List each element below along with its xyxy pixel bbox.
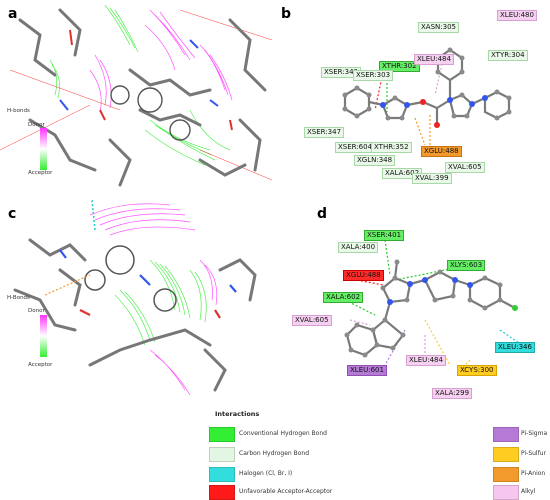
residue-b-tyr304: XTYR:304 <box>488 50 528 61</box>
hbond-gradient-bar-a <box>40 128 47 170</box>
residue-b-thr302: XTHR:302 <box>379 61 420 72</box>
residue-d-val605: XVAL:605 <box>292 315 332 326</box>
interaction-diagram-b <box>342 47 512 146</box>
docking-pose-c-image <box>13 200 257 396</box>
residue-b-leu480: XLEU:480 <box>497 10 537 21</box>
panel-d: d XSER:401 XALA:400 XGLU:488 XLYS:603 XA… <box>275 200 550 400</box>
residue-b-glu488: XGLU:488 <box>421 146 462 157</box>
residue-b-val605: XVAL:605 <box>445 162 485 173</box>
residue-d-cys300: XCYS:300 <box>457 365 497 376</box>
legend-label-unfavorable: Unfavorable Acceptor-Acceptor <box>239 488 333 495</box>
hbond-gradient-bar-c <box>40 315 47 357</box>
residue-d-ala299: XALA:299 <box>432 388 473 399</box>
hbond-legend-title-a: H-bonds <box>7 108 30 114</box>
legend-label-pi-anion: Pi-Anion <box>521 470 546 477</box>
residue-d-ala400: XALA:400 <box>338 242 379 253</box>
residue-b-val399: XVAL:399 <box>412 173 452 184</box>
residue-d-leu601: XLEU:601 <box>347 365 387 376</box>
residue-d-leu346: XLEU:346 <box>495 342 535 353</box>
legend-label-conventional-hbond: Conventional Hydrogen Bond <box>239 430 327 437</box>
residue-d-lys603: XLYS:603 <box>447 260 486 271</box>
residue-d-leu484: XLEU:484 <box>406 355 446 366</box>
legend-swatch-pi-sulfur <box>493 447 519 462</box>
legend-swatch-unfavorable <box>209 485 235 500</box>
residue-d-ser401: XSER:401 <box>364 230 405 241</box>
residue-d-glu488: XGLU:488 <box>343 270 384 281</box>
hbond-legend-donor-c: Donor <box>28 308 45 314</box>
hbond-legend-acceptor-a: Acceptor <box>28 170 53 176</box>
residue-b-gln348: XGLN:348 <box>354 155 396 166</box>
panel-c-label: c <box>8 206 17 222</box>
interaction-diagram-d <box>344 239 526 366</box>
panel-b: b XASN:305 XLEU:480 XTHR:302 XLEU:484 XT… <box>275 0 550 200</box>
panel-a: a H-bonds Donor Acceptor <box>0 0 272 200</box>
residue-b-ser604: XSER:604 <box>335 142 376 153</box>
panel-c: c H-Bonds Donor Acceptor <box>0 200 272 400</box>
legend-label-carbon-hbond: Carbon Hydrogen Bond <box>239 450 310 457</box>
hbond-legend-title-c: H-Bonds <box>7 295 30 301</box>
legend-label-halogen: Halogen (Cl, Br, I) <box>239 470 293 477</box>
panel-b-label: b <box>281 6 292 22</box>
legend-swatch-carbon-hbond <box>209 447 235 462</box>
residue-d-ala602: XALA:602 <box>323 292 364 303</box>
residue-b-thr352: XTHR:352 <box>371 142 412 153</box>
legend-label-pi-sigma: Pi-Sigma <box>521 430 548 437</box>
hbond-legend-acceptor-c: Acceptor <box>28 362 53 368</box>
legend-swatch-pi-anion <box>493 467 519 482</box>
legend-swatch-conventional-hbond <box>209 427 235 442</box>
residue-b-leu484: XLEU:484 <box>414 54 454 65</box>
legend-label-alkyl: Alkyl <box>521 488 536 495</box>
panel-a-label: a <box>8 6 18 22</box>
docking-pose-a-image <box>0 4 272 187</box>
residue-b-ser347: XSER:347 <box>304 127 345 138</box>
hbond-legend-donor-a: Donor <box>28 122 45 128</box>
residue-b-asn305: XASN:305 <box>418 22 459 33</box>
residue-b-ser303: XSER:303 <box>353 70 394 81</box>
legend-title: Interactions <box>215 410 260 418</box>
legend-swatch-alkyl <box>493 485 519 500</box>
legend-label-pi-sulfur: Pi-Sulfur <box>521 450 546 457</box>
legend-swatch-halogen <box>209 467 235 482</box>
panel-d-label: d <box>317 206 328 222</box>
interactions-legend: Interactions Conventional Hydrogen Bond … <box>0 405 550 500</box>
legend-swatch-pi-sigma <box>493 427 519 442</box>
